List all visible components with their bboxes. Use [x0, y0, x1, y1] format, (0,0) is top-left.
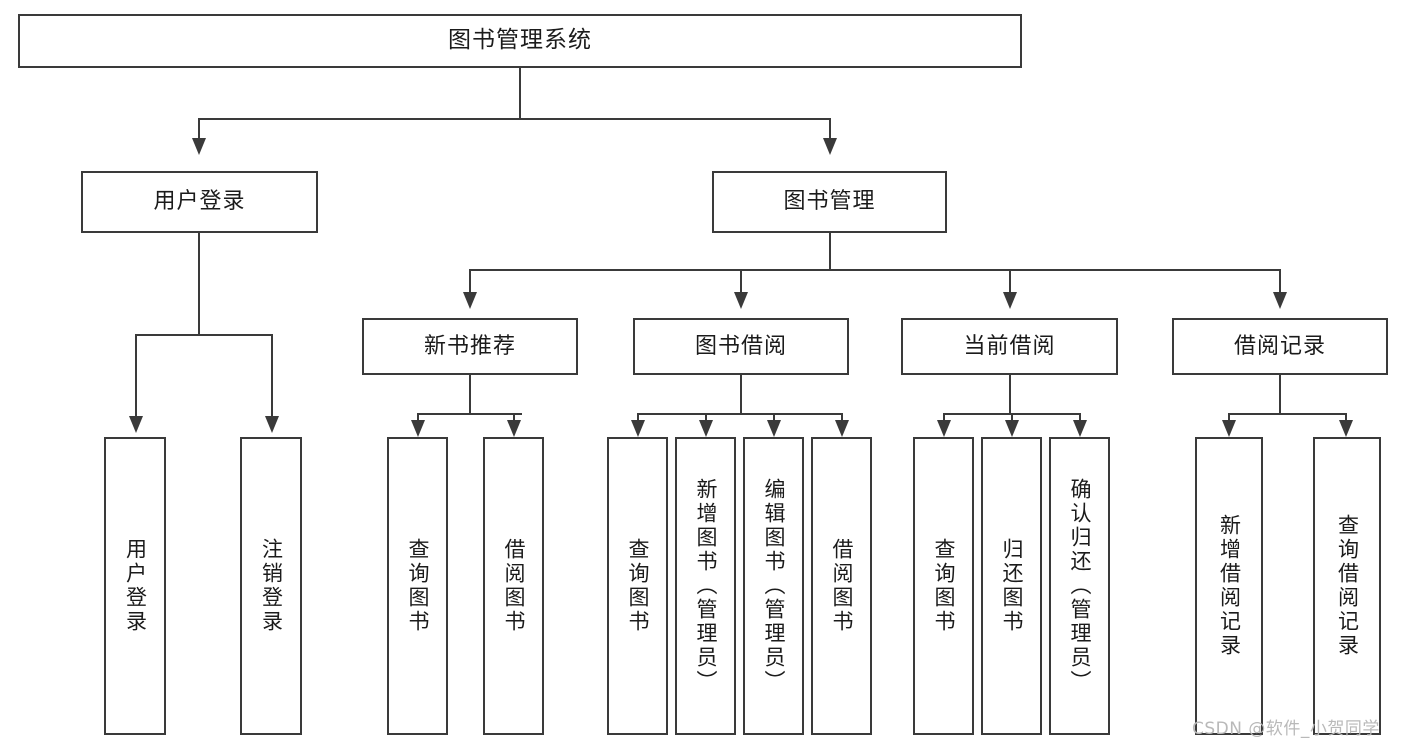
node-current-borrow[interactable]: 当前借阅 [901, 318, 1118, 375]
node-label: 编辑图书（管理员） [762, 478, 786, 694]
connector-book-borrow-drop-2 [705, 413, 707, 423]
arrowhead-book-borrow-4 [835, 420, 849, 437]
arrowhead-new-book-1 [411, 420, 425, 437]
connector-book-mgmt-stem [829, 233, 831, 270]
connector-borrow-record-drop-1 [1228, 413, 1230, 423]
connector-user-login-drop-1 [135, 334, 137, 418]
leaf-current-confirm-return-admin[interactable]: 确认归还（管理员） [1049, 437, 1110, 735]
arrowhead-level3-2 [734, 292, 748, 309]
connector-book-borrow-stem [740, 375, 742, 414]
leaf-record-add-record[interactable]: 新增借阅记录 [1195, 437, 1263, 735]
leaf-user-login[interactable]: 用户登录 [104, 437, 166, 735]
connector-new-book-drop-1 [417, 413, 419, 423]
leaf-borrow-add-book-admin[interactable]: 新增图书（管理员） [675, 437, 736, 735]
arrowhead-user-login-2 [265, 416, 279, 433]
node-label: 查询图书 [406, 538, 430, 634]
arrowhead-borrow-record-2 [1339, 420, 1353, 437]
node-label: 查询借阅记录 [1335, 514, 1360, 658]
connector-level3-drop-3 [1009, 269, 1011, 294]
connector-book-borrow-bus [637, 413, 842, 415]
connector-book-borrow-drop-1 [637, 413, 639, 423]
node-user-login[interactable]: 用户登录 [81, 171, 318, 233]
node-label: 查询图书 [626, 538, 650, 634]
leaf-newbook-query-book[interactable]: 查询图书 [387, 437, 448, 735]
watermark: CSDN @软件_小贺同学 [1192, 719, 1380, 739]
arrowhead-current-borrow-1 [937, 420, 951, 437]
node-label: 用户登录 [153, 189, 246, 215]
node-label: 注销登录 [259, 538, 284, 634]
node-new-book-recommend[interactable]: 新书推荐 [362, 318, 578, 375]
leaf-newbook-borrow-book[interactable]: 借阅图书 [483, 437, 544, 735]
connector-new-book-bus [417, 413, 522, 415]
arrowhead-book-borrow-2 [699, 420, 713, 437]
node-label: 图书借阅 [694, 333, 787, 359]
connector-borrow-record-drop-2 [1345, 413, 1347, 423]
connector-new-book-drop-2 [513, 413, 515, 423]
node-label: 新增借阅记录 [1217, 514, 1242, 658]
arrowhead-book-borrow-1 [631, 420, 645, 437]
node-book-management[interactable]: 图书管理 [712, 171, 947, 233]
connector-current-borrow-drop-3 [1079, 413, 1081, 423]
arrowhead-current-borrow-3 [1073, 420, 1087, 437]
leaf-borrow-edit-book-admin[interactable]: 编辑图书（管理员） [743, 437, 804, 735]
leaf-record-query-record[interactable]: 查询借阅记录 [1313, 437, 1381, 735]
node-borrow-record[interactable]: 借阅记录 [1172, 318, 1388, 375]
connector-user-login-bus [135, 334, 273, 336]
node-label: 借阅记录 [1233, 333, 1326, 359]
node-label: 当前借阅 [963, 333, 1056, 359]
leaf-current-query-book[interactable]: 查询图书 [913, 437, 974, 735]
node-book-borrow[interactable]: 图书借阅 [633, 318, 849, 375]
node-label: 查询图书 [932, 538, 956, 634]
connector-current-borrow-stem [1009, 375, 1011, 414]
leaf-borrow-query-book[interactable]: 查询图书 [607, 437, 668, 735]
connector-root-stem [519, 68, 521, 119]
arrowhead-level3-1 [463, 292, 477, 309]
node-label: 图书管理系统 [448, 27, 592, 54]
node-label: 确认归还（管理员） [1068, 478, 1092, 694]
arrowhead-user-login-1 [129, 416, 143, 433]
connector-user-login-drop-2 [271, 334, 273, 418]
arrowhead-book-borrow-3 [767, 420, 781, 437]
arrowhead-new-book-2 [507, 420, 521, 437]
connector-current-borrow-drop-1 [943, 413, 945, 423]
connector-level3-drop-1 [469, 269, 471, 294]
connector-current-borrow-drop-2 [1011, 413, 1013, 423]
arrowhead-level3-4 [1273, 292, 1287, 309]
arrowhead-current-borrow-2 [1005, 420, 1019, 437]
arrowhead-level2-2 [823, 138, 837, 155]
leaf-logout[interactable]: 注销登录 [240, 437, 302, 735]
node-label: 用户登录 [123, 538, 148, 634]
connector-new-book-stem [469, 375, 471, 414]
connector-level3-drop-2 [740, 269, 742, 294]
node-label: 借阅图书 [830, 538, 854, 634]
node-label: 图书管理 [783, 189, 876, 215]
connector-book-borrow-drop-4 [841, 413, 843, 423]
connector-borrow-record-stem [1279, 375, 1281, 414]
node-root-system[interactable]: 图书管理系统 [18, 14, 1022, 68]
connector-user-login-stem [198, 233, 200, 335]
connector-level3-bus [469, 269, 1281, 271]
connector-level2-drop-2 [829, 118, 831, 140]
connector-level2-drop-1 [198, 118, 200, 140]
arrowhead-level2-1 [192, 138, 206, 155]
node-label: 新增图书（管理员） [694, 478, 718, 694]
node-label: 归还图书 [1000, 538, 1024, 634]
node-label: 借阅图书 [502, 538, 526, 634]
connector-level2-bus [198, 118, 831, 120]
arrowhead-level3-3 [1003, 292, 1017, 309]
connector-level3-drop-4 [1279, 269, 1281, 294]
leaf-borrow-borrow-book[interactable]: 借阅图书 [811, 437, 872, 735]
connector-book-borrow-drop-3 [773, 413, 775, 423]
connector-borrow-record-bus [1228, 413, 1347, 415]
leaf-current-return-book[interactable]: 归还图书 [981, 437, 1042, 735]
node-label: 新书推荐 [423, 333, 516, 359]
arrowhead-borrow-record-1 [1222, 420, 1236, 437]
